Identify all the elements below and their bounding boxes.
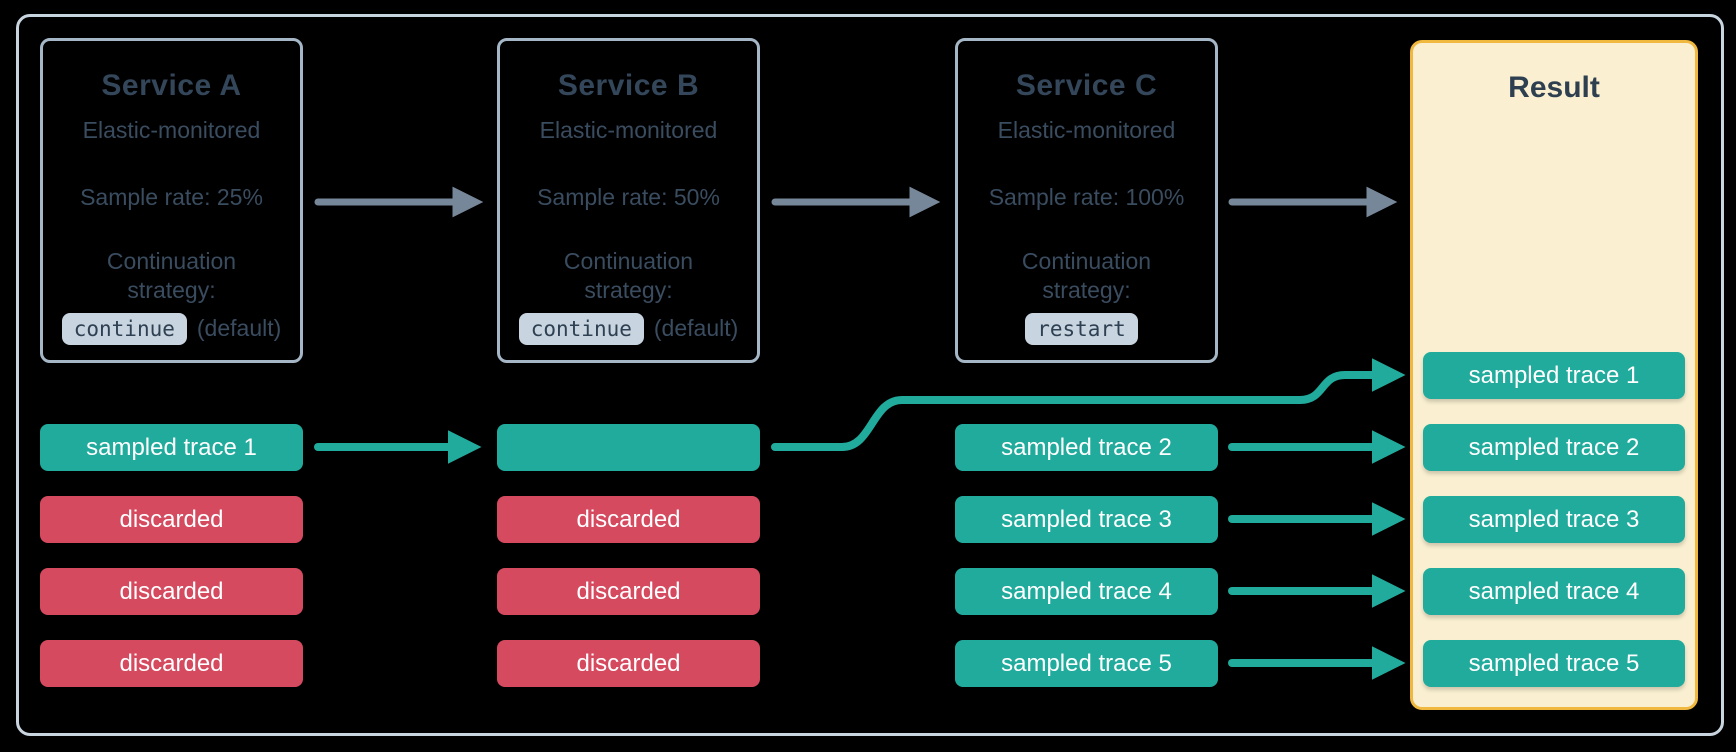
service-b-strategy-note: (default) bbox=[653, 315, 739, 341]
trace-pill: sampled trace 3 bbox=[955, 496, 1218, 543]
service-c-strategy-badge: restart bbox=[1025, 312, 1138, 345]
trace-pill: discarded bbox=[497, 640, 760, 687]
service-c-box: Service C Elastic-monitored Sample rate:… bbox=[955, 38, 1218, 363]
service-a-title: Service A bbox=[101, 69, 242, 102]
trace-pill: discarded bbox=[40, 640, 303, 687]
service-b-strategy-row: continue (default) bbox=[518, 312, 739, 345]
trace-pill: sampled trace 2 bbox=[955, 424, 1218, 471]
result-pill: sampled trace 5 bbox=[1423, 640, 1685, 687]
service-b-strategy-badge: continue bbox=[518, 312, 644, 345]
service-a-sample-rate: Sample rate: 25% bbox=[80, 184, 263, 210]
service-a-strategy-row: continue (default) bbox=[61, 312, 282, 345]
service-c-title: Service C bbox=[1015, 69, 1158, 102]
result-title: Result bbox=[1508, 71, 1600, 104]
trace-pill: discarded bbox=[40, 496, 303, 543]
result-pill: sampled trace 3 bbox=[1423, 496, 1685, 543]
result-pill: sampled trace 1 bbox=[1423, 352, 1685, 399]
service-b-sample-rate: Sample rate: 50% bbox=[537, 184, 720, 210]
service-c-sample-rate: Sample rate: 100% bbox=[988, 184, 1185, 210]
service-b-title: Service B bbox=[557, 69, 700, 102]
service-a-monitoring: Elastic-monitored bbox=[82, 117, 261, 143]
service-a-strategy-badge: continue bbox=[61, 312, 187, 345]
service-a-strategy-label: Continuation strategy: bbox=[106, 248, 237, 303]
trace-pill: discarded bbox=[497, 568, 760, 615]
trace-pill: sampled trace 4 bbox=[955, 568, 1218, 615]
service-b-monitoring: Elastic-monitored bbox=[539, 117, 718, 143]
diagram-frame bbox=[16, 14, 1724, 736]
trace-pill: sampled trace 5 bbox=[955, 640, 1218, 687]
trace-pill: discarded bbox=[497, 496, 760, 543]
service-a-box: Service A Elastic-monitored Sample rate:… bbox=[40, 38, 303, 363]
trace-pill-unlabeled bbox=[497, 424, 760, 471]
service-b-box: Service B Elastic-monitored Sample rate:… bbox=[497, 38, 760, 363]
trace-pill: discarded bbox=[40, 568, 303, 615]
result-pill: sampled trace 2 bbox=[1423, 424, 1685, 471]
trace-pill: sampled trace 1 bbox=[40, 424, 303, 471]
service-c-monitoring: Elastic-monitored bbox=[997, 117, 1176, 143]
service-c-strategy-row: restart bbox=[1025, 312, 1148, 345]
service-b-strategy-label: Continuation strategy: bbox=[563, 248, 694, 303]
result-pill: sampled trace 4 bbox=[1423, 568, 1685, 615]
service-a-strategy-note: (default) bbox=[196, 315, 282, 341]
service-c-strategy-label: Continuation strategy: bbox=[1021, 248, 1152, 303]
